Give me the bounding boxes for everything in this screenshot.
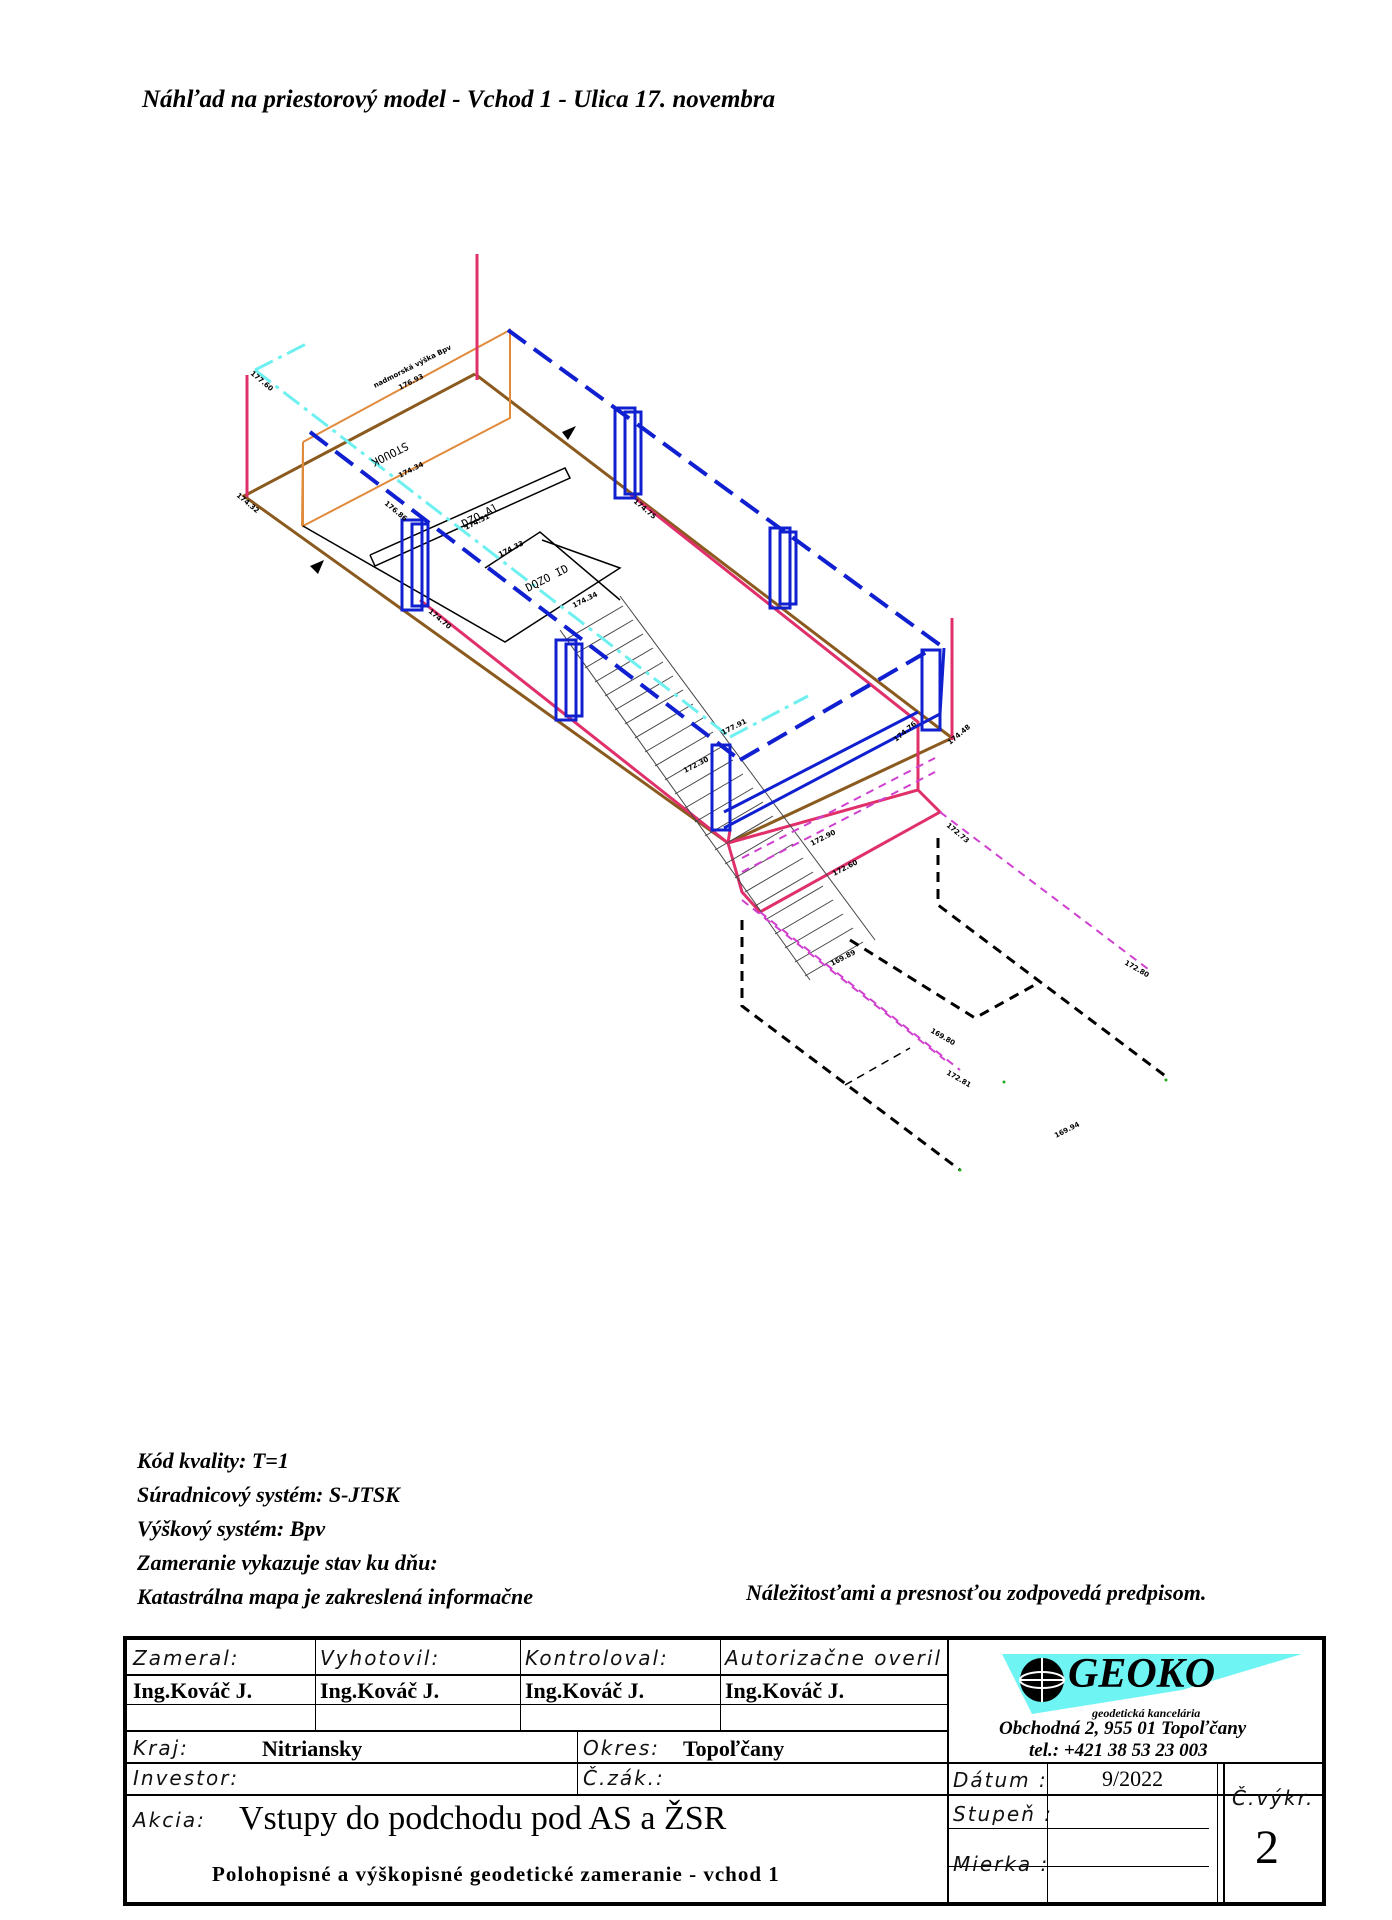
logo-graphic — [1002, 1654, 1302, 1714]
arrow-icon — [310, 560, 324, 574]
label: 172.90 — [809, 828, 837, 847]
label: 172.30 — [682, 755, 710, 774]
value-akcia-subtitle: Polohopisné a výškopisné geodetické zame… — [212, 1862, 780, 1886]
label: 172.60 — [831, 858, 859, 877]
compliance-note: Náležitosťami a presnosťou zodpovedá pre… — [746, 1580, 1207, 1605]
black-dashed-lines — [740, 838, 1169, 1172]
label: 174.70 — [427, 607, 453, 631]
label: 174.33 — [497, 539, 525, 558]
value-kraj: Nitriansky — [262, 1736, 363, 1761]
value-okres: Topoľčany — [683, 1736, 785, 1761]
company-subtitle: geodetická kancelária — [1092, 1706, 1201, 1720]
label-stupen: Stupeň : — [953, 1802, 1053, 1826]
label: 172.80 — [1123, 959, 1151, 979]
label: DQZO ID — [523, 562, 570, 595]
label: 169.89 — [829, 948, 857, 967]
thin-dashed-lines — [844, 1047, 911, 1086]
notes-block: Kód kvality: T=1 Súradnicový systém: S-J… — [137, 1444, 533, 1614]
page-title: Náhľad na priestorový model - Vchod 1 - … — [142, 86, 776, 113]
note-survey-date: Zameranie vykazuje stav ku dňu: — [137, 1550, 438, 1575]
label-vyhotovil: Vyhotovil: — [320, 1646, 441, 1670]
value-kontroloval: Ing.Kováč J. — [525, 1678, 645, 1703]
upper-box — [301, 328, 511, 528]
label-kontroloval: Kontroloval: — [525, 1646, 669, 1670]
survey-point — [1002, 1080, 1006, 1084]
note-quality: Kód kvality: T=1 — [137, 1448, 289, 1473]
note-cadastral: Katastrálna mapa je zakreslená informačn… — [137, 1584, 534, 1609]
value-vyhotovil: Ing.Kováč J. — [320, 1678, 440, 1703]
value-cvykr: 2 — [1255, 1821, 1279, 1874]
magenta-lines — [741, 757, 1153, 1071]
label: 174.34 — [571, 590, 599, 609]
blue-solid-lines — [400, 406, 946, 832]
label-zameral: Zameral: — [133, 1646, 240, 1670]
inner-lines — [302, 467, 622, 643]
label-mierka: Mierka : — [953, 1852, 1050, 1876]
label-okres: Okres: — [583, 1736, 661, 1760]
title-block: Zameral: Vyhotovil: Kontroloval: Autoriz… — [123, 1636, 1326, 1906]
label-czak: Č.zák.: — [583, 1766, 665, 1790]
note-height-system: Výškový systém: Bpv — [137, 1516, 326, 1541]
label-investor: Investor: — [133, 1766, 240, 1790]
label: 169.94 — [1053, 1120, 1081, 1139]
value-akcia: Vstupy do podchodu pod AS a ŽSR — [239, 1800, 727, 1837]
cyan-axis-lines — [254, 342, 809, 739]
value-datum: 9/2022 — [1102, 1766, 1164, 1791]
survey-point — [1164, 1078, 1168, 1082]
label-autorizacne: Autorizačne overil — [725, 1646, 943, 1670]
value-autorizacne: Ing.Kováč J. — [725, 1678, 845, 1703]
survey-point — [958, 1168, 962, 1172]
stairs — [559, 595, 876, 981]
company-phone: tel.: +421 38 53 23 003 — [1029, 1740, 1208, 1761]
label-cvykr: Č.výkr. — [1232, 1786, 1315, 1810]
label: 172.81 — [945, 1069, 973, 1089]
company-name: GEOKO — [1068, 1651, 1216, 1697]
company-logo: GEOKO geodetická kancelária — [972, 1648, 1322, 1748]
label: 176.86 — [383, 499, 409, 523]
label-kraj: Kraj: — [133, 1736, 189, 1760]
arrow-icon — [562, 426, 576, 440]
blue-dashed-lines — [308, 328, 946, 762]
label: 169.80 — [929, 1027, 957, 1047]
label-akcia: Akcia: — [133, 1808, 206, 1832]
company-address: Obchodná 2, 955 01 Topoľčany — [999, 1718, 1247, 1739]
value-zameral: Ing.Kováč J. — [133, 1678, 253, 1703]
label: 174.34 — [397, 460, 425, 479]
label-datum: Dátum : — [953, 1768, 1048, 1792]
label: STOUOK — [369, 439, 411, 469]
vertical-edges — [245, 254, 954, 740]
note-coordinate-system: Súradnicový systém: S-JTSK — [137, 1482, 400, 1507]
